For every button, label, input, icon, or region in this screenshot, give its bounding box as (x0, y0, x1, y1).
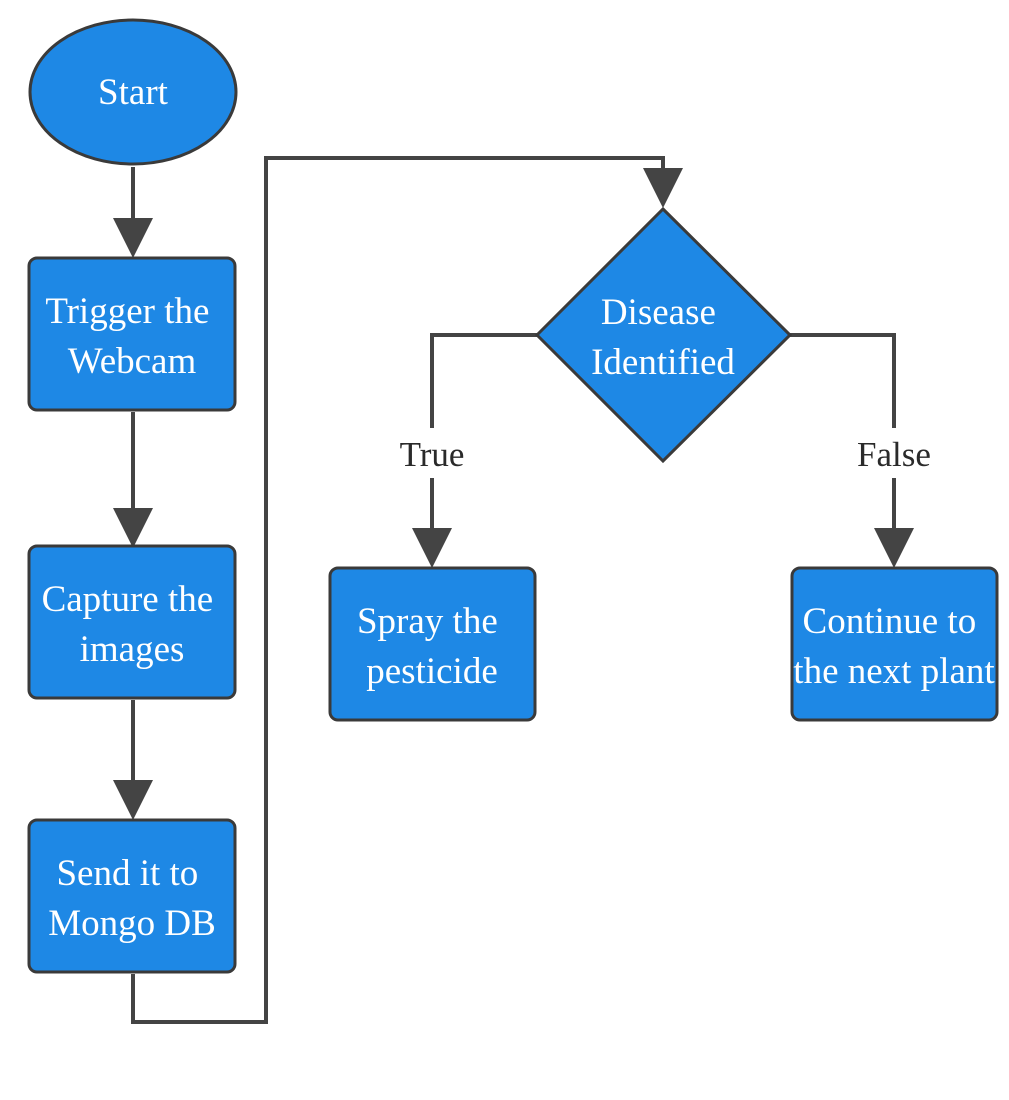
trigger-webcam-line-2: Webcam (68, 341, 197, 382)
capture-images-box (27, 544, 237, 700)
node-continue[interactable]: Continue to the next plant (790, 566, 999, 722)
node-start[interactable]: Start (28, 18, 238, 166)
node-send-mongo[interactable]: Send it to Mongo DB (27, 818, 237, 974)
continue-box (790, 566, 999, 722)
edge-decision-to-continue (790, 333, 914, 568)
send-mongo-text: Send it to Mongo DB (48, 853, 216, 944)
trigger-webcam-line-1: Trigger the (45, 291, 209, 332)
edge-send-to-decision (131, 156, 683, 1024)
decision-line-1: Disease (601, 292, 716, 333)
node-decision[interactable]: Disease Identified (534, 206, 793, 464)
decision-text: Disease Identified (591, 292, 735, 383)
continue-line-2: the next plant (793, 651, 995, 692)
edge-decision-to-spray (412, 333, 538, 568)
spray-text: Spray the pesticide (357, 601, 507, 692)
capture-images-line-2: images (80, 629, 185, 670)
start-ellipse (28, 18, 238, 166)
send-mongo-line-2: Mongo DB (48, 903, 216, 944)
continue-text: Continue to the next plant (793, 601, 995, 692)
true-label-bg (396, 428, 468, 478)
trigger-webcam-text: Trigger the Webcam (45, 291, 218, 382)
edge-label-true: True (400, 435, 465, 474)
node-spray[interactable]: Spray the pesticide (328, 566, 537, 722)
edges (113, 156, 914, 1024)
capture-images-line-1: Capture the (42, 579, 214, 620)
spray-box (328, 566, 537, 722)
capture-images-text: Capture the images (42, 579, 223, 670)
spray-line-1: Spray the (357, 601, 498, 642)
send-mongo-box (27, 818, 237, 974)
start-text: Start (98, 72, 169, 113)
decision-line-2: Identified (591, 342, 735, 383)
decision-diamond (534, 206, 793, 464)
continue-line-1: Continue to (803, 601, 977, 642)
start-line-1: Start (98, 72, 169, 113)
edge-label-false: False (857, 435, 931, 474)
spray-line-2: pesticide (366, 651, 498, 692)
trigger-webcam-box (27, 256, 237, 412)
false-label-bg (852, 428, 936, 478)
send-mongo-line-1: Send it to (56, 853, 198, 894)
node-capture-images[interactable]: Capture the images (27, 544, 237, 700)
node-trigger-webcam[interactable]: Trigger the Webcam (27, 256, 237, 412)
